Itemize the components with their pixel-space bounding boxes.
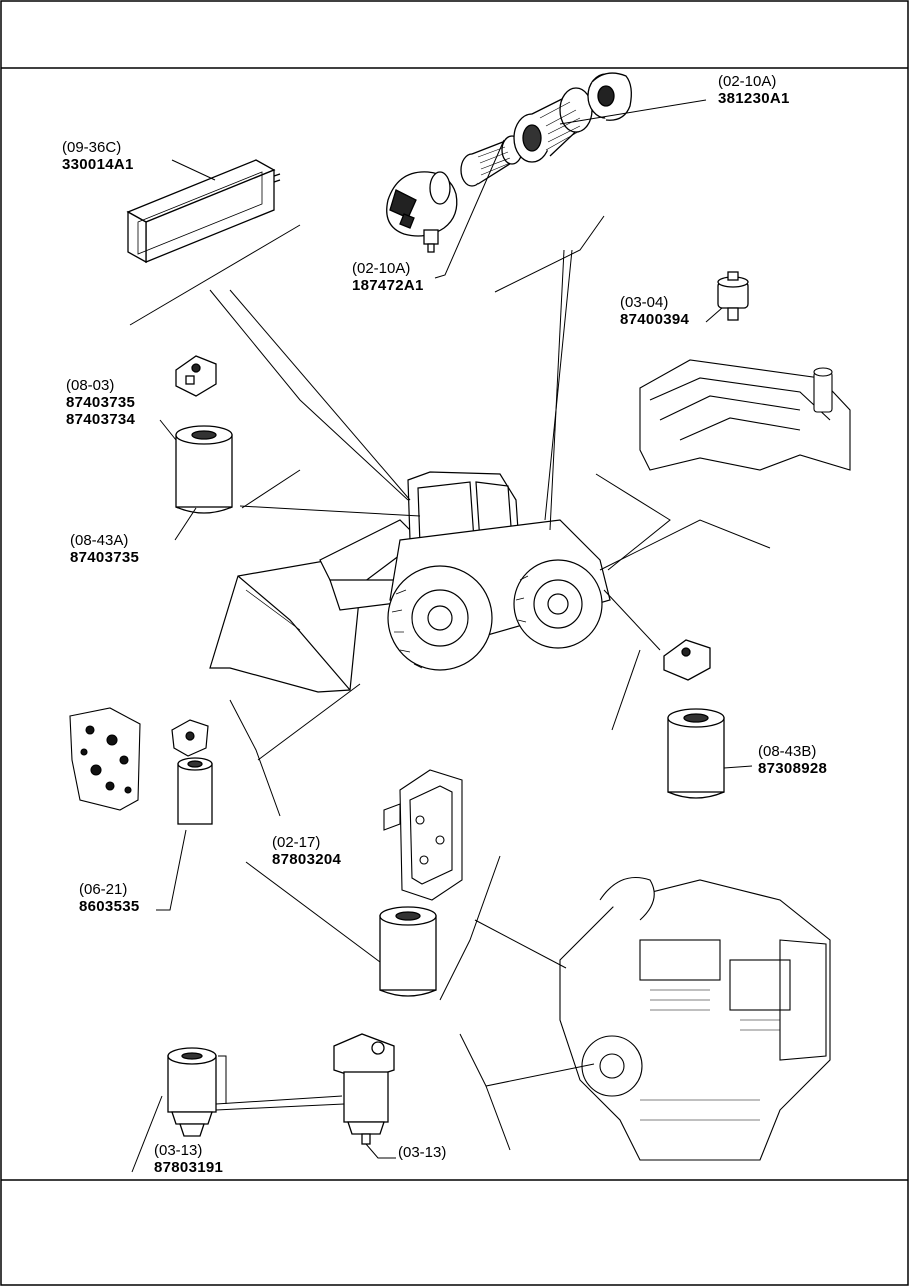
callout-ref: (06-21)	[79, 881, 128, 898]
hydraulic-filter-cartridge-b	[667, 708, 725, 799]
callout-fuel-filter-main: (03-13) 87803191	[154, 1142, 223, 1176]
callout-part-number-alt: 87403734	[66, 411, 136, 428]
callout-cabin-filter: (09-36C) 330014A1	[62, 139, 134, 173]
fuel-filter-main	[167, 1047, 217, 1137]
callout-ref: (03-13)	[154, 1142, 203, 1159]
callout-ref: (02-10A)	[718, 73, 777, 90]
callout-air-filter-inner: (02-10A) 187472A1	[352, 260, 424, 294]
callout-air-filter-outer: (02-10A) 381230A1	[718, 73, 790, 107]
wheel-loader	[209, 471, 611, 693]
callout-ref: (09-36C)	[62, 139, 122, 156]
callout-part-number: 87803191	[154, 1159, 224, 1176]
callout-ref: (03-04)	[620, 294, 669, 311]
hydraulic-filter-head-b	[663, 639, 711, 681]
callout-hydraulic-filter-b: (08-43B) 87308928	[758, 743, 827, 777]
hydraulic-filter-cartridge	[175, 425, 233, 514]
callout-fuel-prefilter: (03-04) 87400394	[620, 294, 689, 328]
callout-part-number: 187472A1	[352, 277, 424, 294]
callout-fuel-filter-head: (03-13)	[398, 1144, 446, 1161]
callout-part-number: 87400394	[620, 311, 690, 328]
callout-hydraulic-filter: (08-03) 87403735 87403734	[66, 377, 135, 428]
transmission-filter-cartridge	[177, 757, 213, 825]
callout-ref: (02-17)	[272, 834, 321, 851]
callout-part-number: 87403735	[70, 549, 140, 566]
callout-ref: (08-43A)	[70, 532, 129, 549]
fuel-prefilter	[717, 271, 749, 321]
callout-part-number: 87403735	[66, 394, 136, 411]
engine-oil-cooler	[383, 769, 463, 901]
transmission-valve-body	[69, 707, 141, 811]
fuel-filter-with-head	[333, 1033, 395, 1145]
callout-transmission-filter: (06-21) 8603535	[79, 881, 140, 915]
callout-part-number: 330014A1	[62, 156, 134, 173]
callout-ref: (08-03)	[66, 377, 115, 394]
chassis-detail	[639, 359, 851, 471]
transmission-filter-head	[171, 719, 209, 757]
hydraulic-filter-head	[175, 355, 217, 397]
air-filter-outer-element	[513, 87, 593, 163]
air-filter-cover	[587, 72, 632, 121]
callout-part-number: 8603535	[79, 898, 140, 915]
engine	[559, 876, 831, 1161]
callout-part-number: 87308928	[758, 760, 828, 777]
callout-ref: (03-13)	[398, 1144, 447, 1161]
callout-ref: (08-43B)	[758, 743, 817, 760]
callout-part-number: 87803204	[272, 851, 342, 868]
engine-oil-filter-cartridge	[379, 906, 437, 997]
cabin-air-filter	[126, 159, 281, 264]
callout-hydraulic-filter-a: (08-43A) 87403735	[70, 532, 139, 566]
air-filter-inner-element	[460, 135, 523, 187]
callout-ref: (02-10A)	[352, 260, 411, 277]
callout-engine-oil-filter: (02-17) 87803204	[272, 834, 341, 868]
air-filter-housing	[386, 171, 458, 253]
callout-part-number: 381230A1	[718, 90, 790, 107]
leader-lines	[129, 99, 771, 1173]
